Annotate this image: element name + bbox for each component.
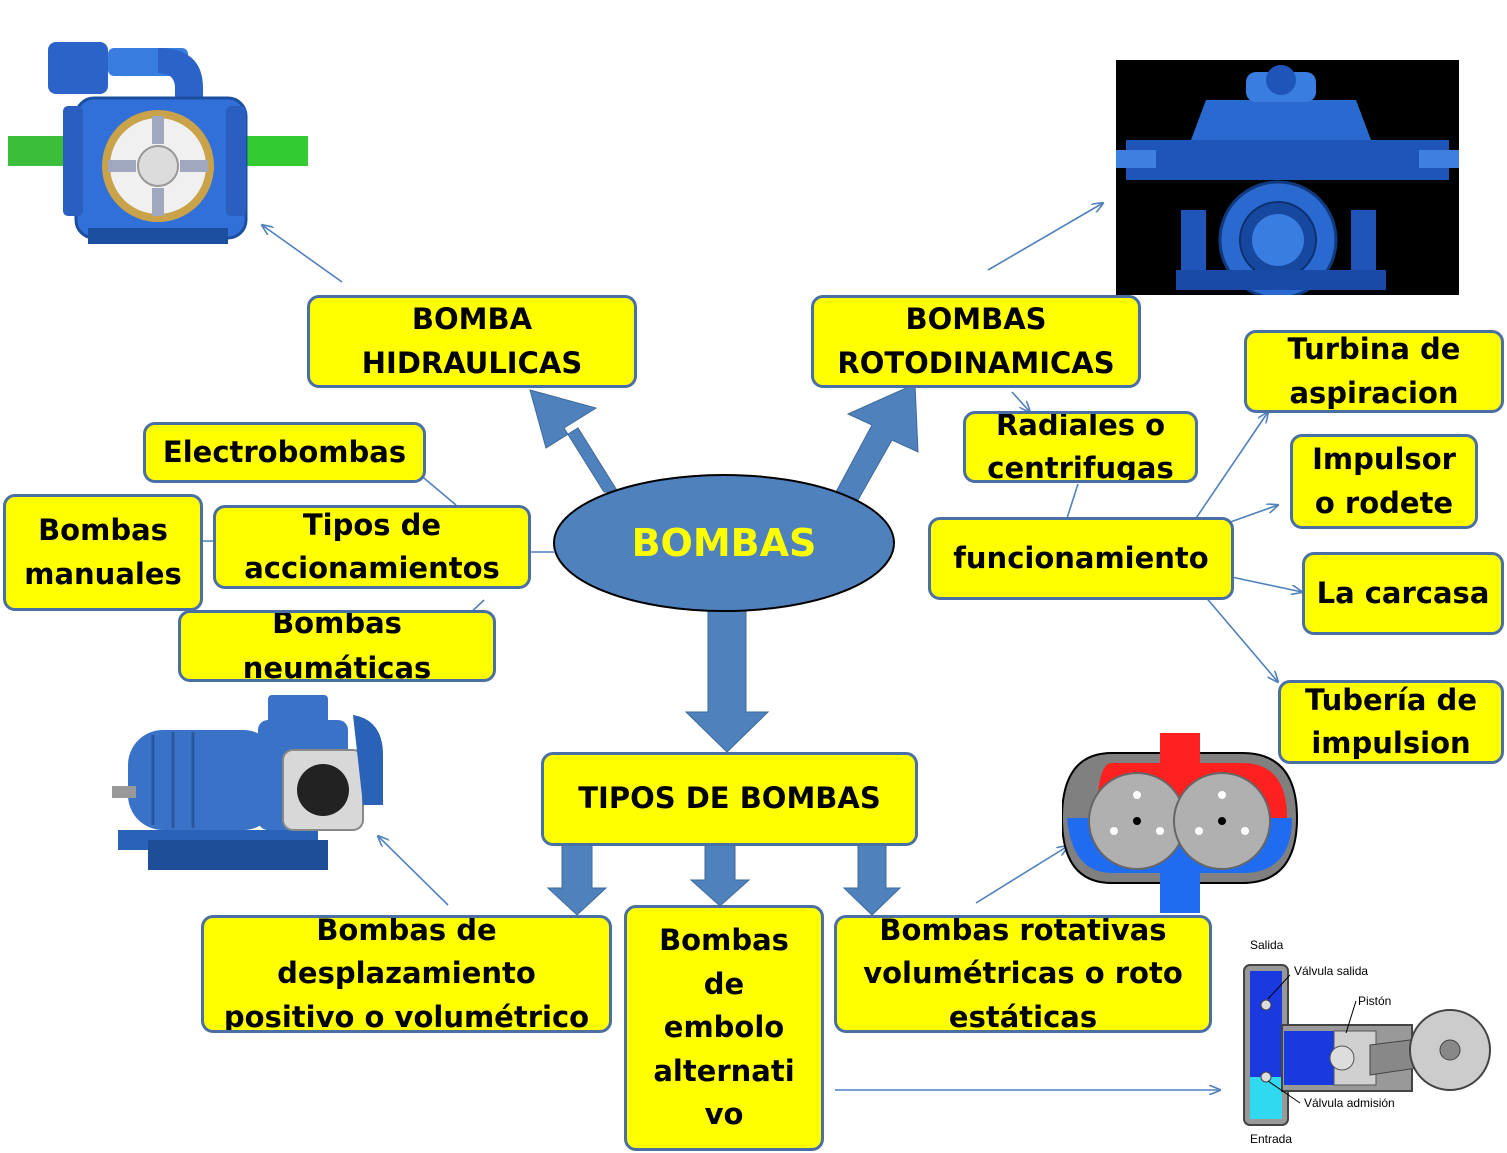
node-label: BOMBAS ROTODINAMICAS [837,302,1115,380]
node-turbina: Turbina de aspiracion [1244,330,1504,413]
node-bombas-neumaticas: Bombas neumáticas [178,610,496,682]
node-carcasa: La carcasa [1302,552,1504,635]
node-label: Bombas de desplazamiento positivo o volu… [223,915,590,1033]
node-label: Bombas neumáticas [242,610,432,682]
node-electrobombas: Electrobombas [143,422,426,483]
vane-pump-image [8,42,308,244]
link-hidraulicas-image [262,225,343,283]
link-desplaz-image [378,836,449,906]
gear-pump-product-image [112,695,383,870]
label-valvula-salida: Válvula salida [1294,964,1368,978]
node-rotativas: Bombas rotativas volumétricas o roto est… [834,915,1212,1033]
link-func-turbina [1187,412,1268,531]
link-rotativas-image [975,846,1068,904]
label-salida: Salida [1250,938,1284,952]
node-embolo: Bombas de embolo alternati vo [624,905,824,1151]
node-desplazamiento: Bombas de desplazamiento positivo o volu… [201,915,612,1033]
link-rotodinamicas-image [987,203,1103,271]
block-arrow-to-rotativas [842,844,902,916]
node-label: funcionamiento [953,540,1209,575]
link-func-carcasa [1221,574,1302,592]
center-label: BOMBAS [631,521,817,565]
block-arrow-to-hidraulicas [529,389,619,493]
node-label: Bombas de embolo alternati vo [653,923,795,1132]
node-bomba-hidraulicas: BOMBA HIDRAULICAS [307,295,637,388]
node-bombas-manuales: Bombas manuales [3,494,203,611]
node-label: Electrobombas [162,434,407,469]
node-label: TIPOS DE BOMBAS [578,781,881,816]
label-piston: Pistón [1358,994,1391,1008]
node-label: Bombas manuales [24,513,182,591]
link-func-tuberia [1197,587,1278,682]
node-label: Tipos de accionamientos [244,507,500,585]
node-bombas-rotodinamicas: BOMBAS ROTODINAMICAS [811,295,1141,388]
node-label: Impulsor o rodete [1312,442,1456,520]
split-case-pump-image [1116,60,1459,295]
node-funcionamiento: funcionamiento [928,517,1234,600]
node-label: Tubería de impulsion [1304,682,1477,760]
node-label: Turbina de aspiracion [1287,332,1461,410]
label-entrada: Entrada [1250,1132,1292,1146]
block-arrow-to-embolo [689,844,751,907]
node-label: La carcasa [1316,575,1490,610]
node-tuberia: Tubería de impulsion [1278,680,1504,764]
node-radiales: Radiales o centrifugas [963,411,1198,483]
block-arrow-to-tipos [684,609,770,753]
block-arrow-to-desplazamiento [546,844,608,916]
node-label: BOMBA HIDRAULICAS [361,302,583,380]
node-impulsor: Impulsor o rodete [1290,434,1478,529]
label-valvula-admision: Válvula admisión [1304,1096,1395,1110]
block-arrow-to-rotodinamicas [835,383,919,501]
piston-pump-diagram: Salida Válvula salida Pistón Válvula adm… [1243,938,1491,1146]
center-hub [553,474,895,612]
node-tipos-accionamientos: Tipos de accionamientos [213,505,531,589]
node-label: Radiales o centrifugas [987,411,1174,483]
node-tipos-de-bombas: TIPOS DE BOMBAS [541,752,918,846]
link-roto-radiales [1011,391,1030,412]
external-gear-pump-image [1062,733,1298,913]
node-label: Bombas rotativas volumétricas o roto est… [863,915,1183,1033]
